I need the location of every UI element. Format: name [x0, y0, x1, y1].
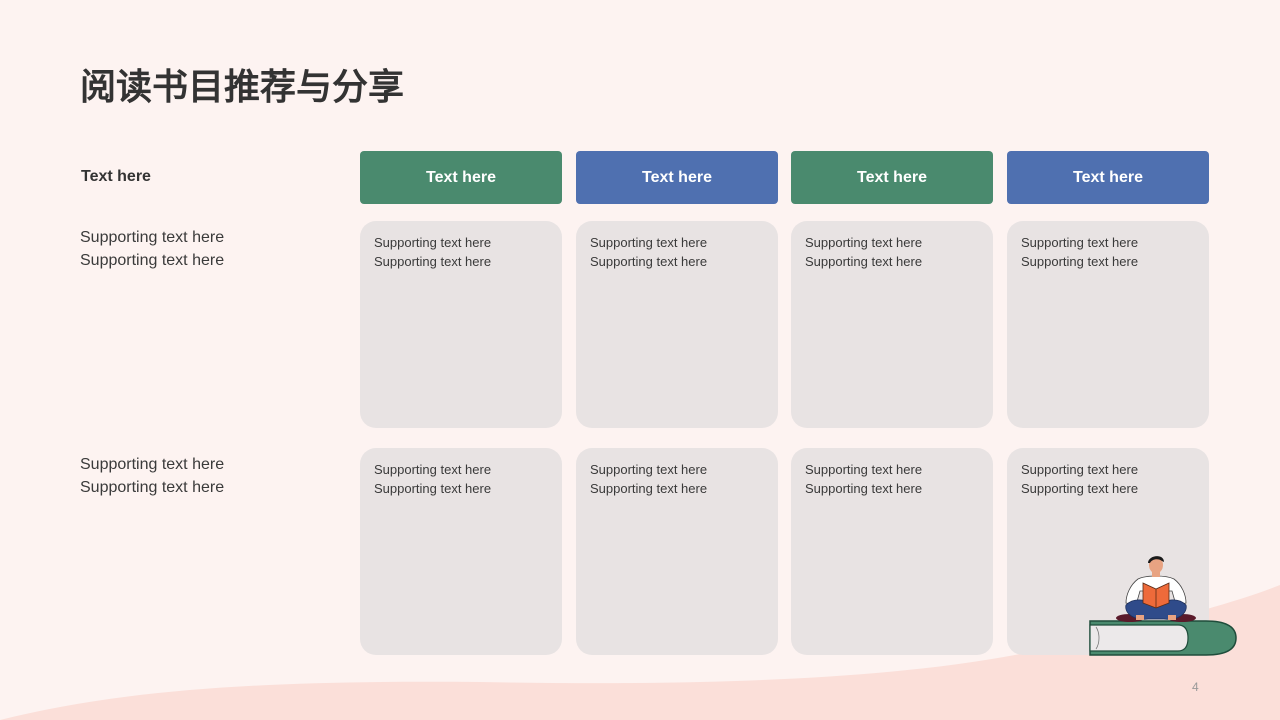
- table-corner-label: Text here: [81, 168, 151, 185]
- cell-text: Supporting text here: [374, 235, 492, 250]
- cell-text: Supporting text here: [805, 481, 923, 496]
- table-cell: Supporting text here Supporting text her…: [360, 221, 562, 428]
- person-reading-on-book-icon: [1089, 556, 1237, 656]
- column-header-3: Text here: [791, 151, 993, 204]
- column-header-1: Text here: [360, 151, 562, 204]
- table-cell: Supporting text here Supporting text her…: [360, 448, 562, 655]
- cell-text: Supporting text here: [1021, 462, 1139, 477]
- cell-text: Supporting text here: [374, 481, 492, 496]
- table-cell: Supporting text here Supporting text her…: [791, 448, 993, 655]
- table-cell: Supporting text here Supporting text her…: [791, 221, 993, 428]
- cell-text: Supporting text here: [374, 254, 492, 269]
- cell-text: Supporting text here: [374, 462, 492, 477]
- row-label-line: Supporting text here: [80, 478, 225, 496]
- cell-text: Supporting text here: [805, 235, 923, 250]
- cell-text: Supporting text here: [805, 254, 923, 269]
- row-label-2: Supporting text here Supporting text her…: [80, 454, 224, 499]
- cell-text: Supporting text here: [590, 462, 708, 477]
- page-title: 阅读书目推荐与分享: [80, 67, 405, 108]
- cell-text: Supporting text here: [1021, 235, 1139, 250]
- column-header-2: Text here: [576, 151, 778, 204]
- table-cell: Supporting text here Supporting text her…: [576, 221, 778, 428]
- row-label-line: Supporting text here: [80, 456, 225, 473]
- table-cell: Supporting text here Supporting text her…: [1007, 221, 1209, 428]
- column-header-4: Text here: [1007, 151, 1209, 204]
- cell-text: Supporting text here: [805, 462, 923, 477]
- page-number: 4: [1192, 680, 1199, 694]
- row-label-line: Supporting text here: [80, 251, 225, 269]
- cell-text: Supporting text here: [590, 235, 708, 250]
- cell-text: Supporting text here: [590, 481, 708, 496]
- cell-text: Supporting text here: [1021, 254, 1139, 269]
- cell-text: Supporting text here: [1021, 481, 1139, 496]
- table-cell: Supporting text here Supporting text her…: [576, 448, 778, 655]
- row-label-1: Supporting text here Supporting text her…: [80, 227, 224, 272]
- cell-text: Supporting text here: [590, 254, 708, 269]
- row-label-line: Supporting text here: [80, 229, 225, 246]
